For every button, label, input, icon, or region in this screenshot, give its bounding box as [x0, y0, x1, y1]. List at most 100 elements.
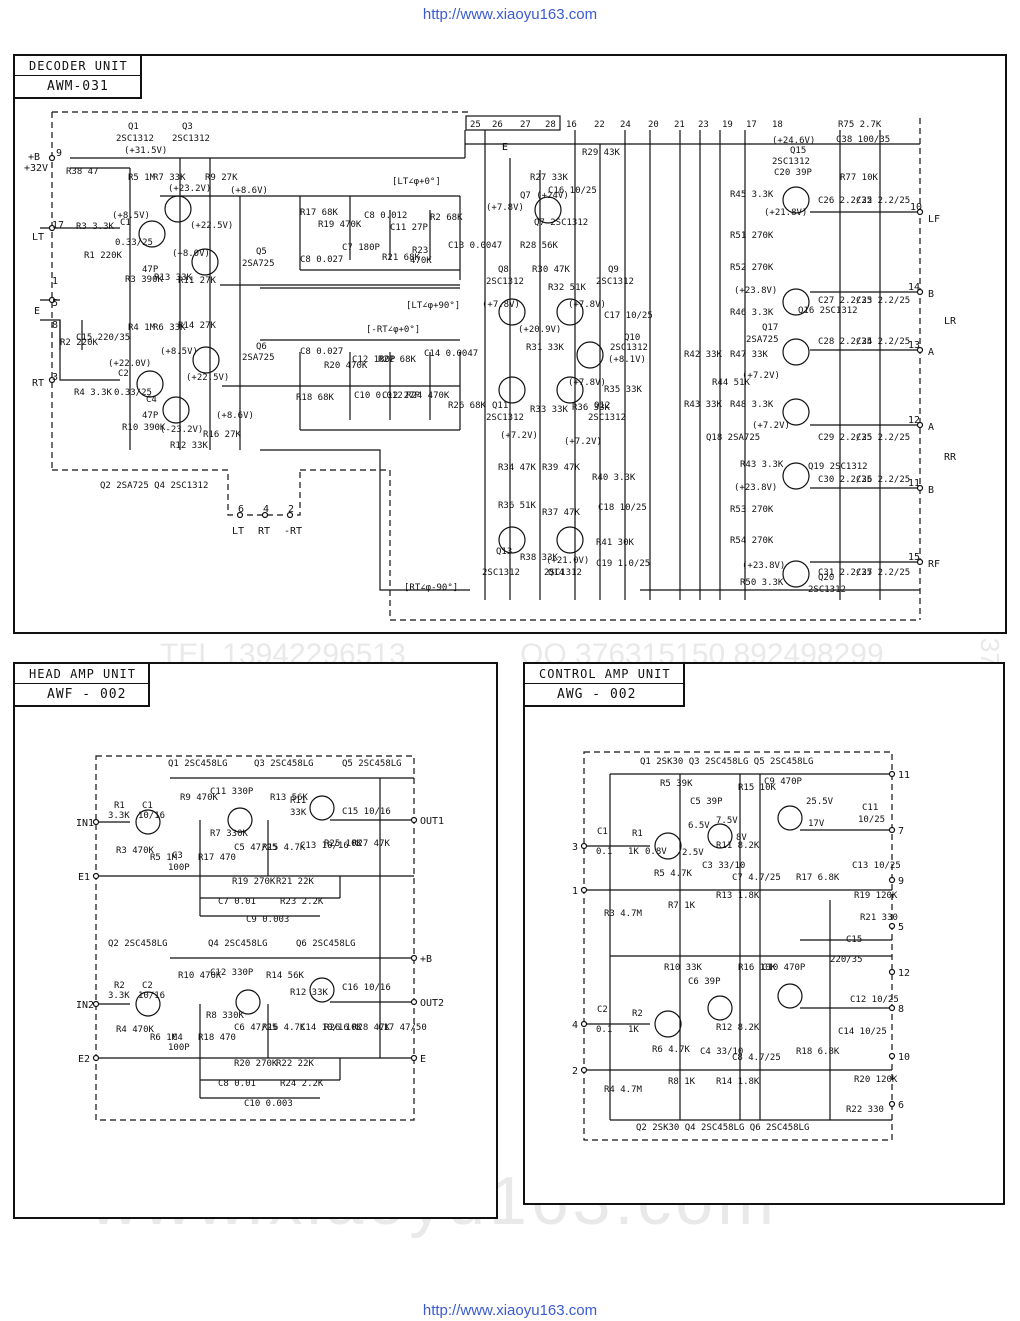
control-amp-label-6: C11 — [862, 803, 878, 813]
control-amp-label-31: R10 33K — [664, 963, 703, 973]
decoder-label-129: R75 2.7K — [838, 120, 882, 130]
head-amp-label-44: C4 — [172, 1033, 183, 1043]
decoder-label-31: 0.33/25 — [114, 388, 152, 398]
out-pin-10: 10 — [910, 202, 922, 213]
decoder-label-17: (+8.0V) — [172, 249, 210, 259]
decoder-label-43: Q6 — [256, 342, 267, 352]
control-amp-label-39: 1K — [628, 1025, 639, 1035]
control-amp-label-47: R14 1.8K — [716, 1077, 760, 1087]
header-url[interactable]: http://www.xiaoyu163.com — [422, 6, 598, 23]
control-amp-label-24: C13 10/25 — [852, 861, 901, 871]
decoder-label-143: C34 2.2/25 — [856, 337, 910, 347]
input-pin-1: 1 — [52, 276, 58, 287]
decoder-label-105: R37 47K — [542, 508, 581, 518]
footer-url[interactable]: http://www.xiaoyu163.com — [422, 1302, 598, 1319]
ctrl-pin-2: 2 — [572, 1066, 578, 1077]
decoder-label-98: R35 33K — [604, 385, 643, 395]
decoder-label-141: C33 2.2/25 — [856, 296, 910, 306]
decoder-label-35: (-23.2V) — [160, 425, 203, 435]
decoder-label-49: C11 27P — [390, 223, 429, 233]
decoder-label-113: R41 30K — [596, 538, 635, 548]
decoder-label-58: [-RT∠φ+0°] — [366, 325, 420, 335]
control-amp-unit-model: AWG - 002 — [557, 687, 637, 702]
head-pin-in2: IN2 — [76, 1000, 94, 1011]
head-amp-label-57: C10 0.003 — [244, 1099, 293, 1109]
decoder-label-151: (+7.2V) — [752, 421, 790, 431]
decoder-label-156: R54 270K — [730, 536, 774, 546]
head-amp-unit-title: HEAD AMP UNIT — [15, 664, 148, 684]
head-amp-label-1: Q3 2SC458LG — [254, 759, 314, 769]
decoder-label-146: C30 2.2/25 — [818, 475, 872, 485]
decoder-label-5: R38 47 — [66, 167, 99, 177]
decoder-label-74: (+7.8V) — [486, 203, 524, 213]
control-amp-label-33: R16 10K — [738, 963, 777, 973]
decoder-label-40: Q2 2SA725 Q4 2SC1312 — [100, 481, 208, 491]
decoder-label-42: 2SA725 — [242, 259, 275, 269]
head-amp-label-25: R21 22K — [276, 877, 315, 887]
ctrl-pin-11: 11 — [898, 770, 910, 781]
control-amp-label-19: C3 33/10 — [702, 861, 745, 871]
decoder-label-51: C7 180P — [342, 243, 381, 253]
input-pin-9: 9 — [56, 148, 62, 159]
decoder-label-101: R34 47K — [498, 463, 537, 473]
input-pin-17: 17 — [52, 220, 64, 231]
decoder-label-120: R48 3.3K — [730, 400, 774, 410]
control-amp-label-0: Q1 2SK30 Q3 2SC458LG Q5 2SC458LG — [640, 757, 813, 767]
decoder-label-20: R11 27K — [178, 276, 217, 286]
head-amp-label-40: C16 10/16 — [342, 983, 391, 993]
head-amp-label-36: R10 470K — [178, 971, 222, 981]
control-amp-label-25: R19 120K — [854, 891, 898, 901]
ctrl-pin-7: 7 — [898, 826, 904, 837]
decoder-label-96: R33 33K — [530, 405, 569, 415]
control-amp-label-21: R5 4.7K — [654, 869, 693, 879]
ctrl-pin-10: 10 — [898, 1052, 910, 1063]
top-pin-21: 21 — [674, 120, 685, 130]
control-amp-label-1: R5 39K — [660, 779, 693, 789]
decoder-label-0: Q1 — [128, 122, 139, 132]
decoder-label-22: R4 1M — [128, 323, 156, 333]
decoder-label-140: C27 2.2/25 — [818, 296, 872, 306]
decoder-label-45: [LT∠φ+0°] — [392, 177, 441, 187]
control-amp-label-15: 8V — [736, 833, 747, 843]
head-amp-label-16: C3 — [172, 851, 183, 861]
decoder-label-89: 2SC1312 — [610, 343, 648, 353]
decoder-label-8: R9 27K — [205, 173, 238, 183]
decoder-label-26: C15 220/35 — [76, 333, 130, 343]
label-lr: LR — [944, 316, 957, 327]
decoder-label-6: R5 1M — [128, 173, 156, 183]
decoder-label-73: C16 10/25 — [548, 186, 597, 196]
decoder-label-80: R32 51K — [548, 283, 587, 293]
pin-4: 4 — [263, 504, 269, 515]
control-amp-label-34: C10 470P — [762, 963, 806, 973]
decoder-label-115: [RT∠φ-90°] — [404, 583, 458, 593]
decoder-label-126: Q15 — [790, 146, 806, 156]
head-amp-unit-panel: HEAD AMP UNIT AWF - 002 — [13, 662, 498, 1219]
out-label-rf: RF — [928, 559, 940, 570]
head-amp-label-37: C12 330P — [210, 968, 254, 978]
decoder-label-19: R13 33K — [154, 273, 193, 283]
control-amp-label-45: C14 10/25 — [838, 1027, 887, 1037]
control-amp-label-14: 7.5V — [716, 816, 738, 826]
head-amp-label-23: R27 47K — [352, 839, 391, 849]
decoder-label-61: C12 180P — [352, 355, 396, 365]
decoder-label-70: R29 43K — [582, 148, 621, 158]
decoder-label-18: 47P — [142, 265, 159, 275]
decoder-label-86: C17 10/25 — [604, 311, 653, 321]
control-amp-label-50: R22 330 — [846, 1105, 884, 1115]
decoder-label-100: (+7.2V) — [564, 437, 602, 447]
control-amp-label-22: R13 1.8K — [716, 891, 760, 901]
decoder-label-54: 470K — [410, 256, 432, 266]
control-amp-label-38: R2 — [632, 1009, 643, 1019]
control-amp-label-4: C9 470P — [764, 777, 803, 787]
head-amp-label-53: R20 270K — [234, 1059, 278, 1069]
top-pin-23: 23 — [698, 120, 709, 130]
out-label-b1: B — [928, 289, 934, 300]
control-amp-label-35: C12 10/25 — [850, 995, 899, 1005]
head-amp-label-32: R2 — [114, 981, 125, 991]
decoder-label-77: Q8 — [498, 265, 509, 275]
control-amp-label-27: R21 330 — [860, 913, 898, 923]
decoder-label-71: R27 33K — [530, 173, 569, 183]
control-amp-label-28: R3 4.7M — [604, 909, 643, 919]
head-amp-label-43: R6 1M — [150, 1033, 178, 1043]
decoder-label-124: R45 3.3K — [730, 190, 774, 200]
